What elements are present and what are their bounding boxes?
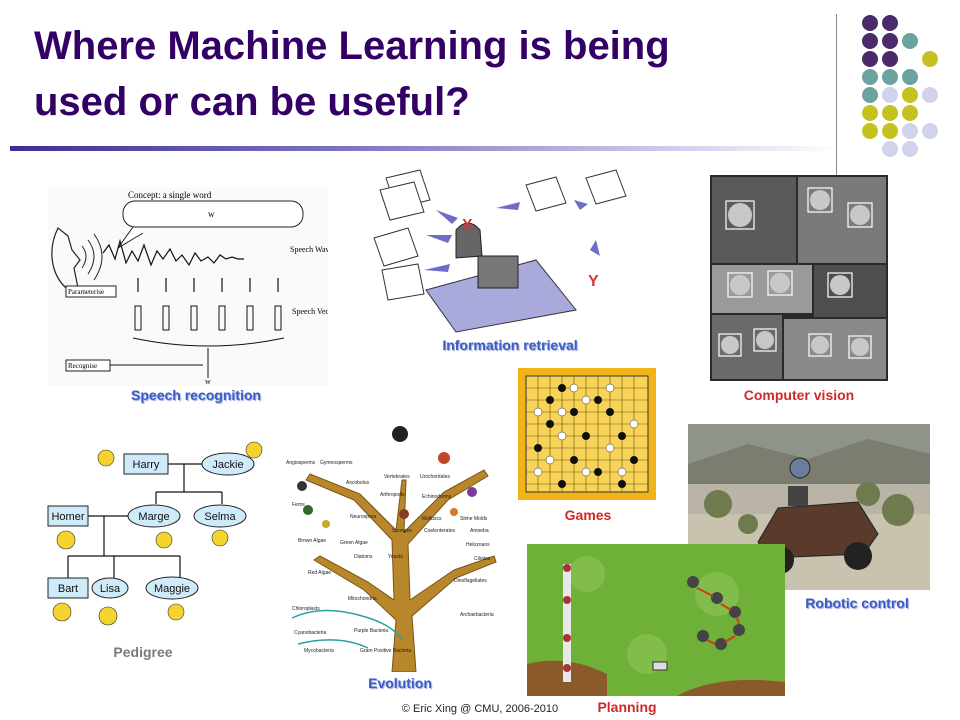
computer-vision-face-collage <box>710 175 888 381</box>
tree-label: Arthropods <box>380 492 405 498</box>
tree-label: Cyanobacteria <box>294 630 326 636</box>
decorative-dot-grid <box>862 15 938 157</box>
tree-label: Vertebrates <box>384 474 410 480</box>
snail-icon <box>450 508 458 516</box>
info-x-label: X <box>462 217 473 234</box>
caption-planning: Planning <box>597 699 657 715</box>
character-icon <box>211 529 229 547</box>
computer-monitor-icon <box>477 255 519 289</box>
waveform-label: Speech Waveform <box>290 245 328 254</box>
parameterise-label: Parameterise <box>68 288 104 296</box>
tree-label: Ferns <box>292 502 305 508</box>
tree-label: Ciliates <box>474 556 491 562</box>
slide-title-line2: used or can be useful? <box>34 80 470 124</box>
recognise-label: Recognise <box>68 362 97 370</box>
tree-label: Sponges <box>392 528 412 534</box>
tree-label: Yeasts <box>388 554 403 560</box>
tree-label: Echinoderms <box>422 494 452 500</box>
character-icon <box>167 603 185 621</box>
pedigree-lisa: Lisa <box>100 583 121 595</box>
mushroom-icon <box>322 520 330 528</box>
information-retrieval-illustration: X Y <box>373 169 627 333</box>
caption-robotic-control: Robotic control <box>805 595 909 611</box>
tree-label: Urochordates <box>420 474 451 480</box>
tree-label: Dinoflagellates <box>454 578 487 584</box>
character-icon <box>97 449 115 467</box>
tree-label: Neurospora <box>350 514 376 520</box>
caption-games: Games <box>564 507 612 523</box>
tree-label: Mycobacteria <box>304 648 334 654</box>
tree-label: Mitochondria <box>348 596 377 602</box>
tree-label: Helozoans <box>466 542 490 548</box>
go-board-game <box>518 368 656 500</box>
robot-unit-icon <box>697 630 709 642</box>
person-figure <box>455 222 483 259</box>
evolution-tree-diagram: Angiosperms Gymnosperms Vertebrates Uroc… <box>286 426 497 672</box>
robot-unit-icon <box>715 638 727 650</box>
slide-title: Where Machine Learning is being used or … <box>34 18 824 130</box>
character-icon <box>245 441 263 459</box>
tree-label: Purple Bacteria <box>354 628 388 634</box>
speech-recognition-diagram: Concept: a single word w Speech Waveform… <box>48 188 328 386</box>
starfish-icon <box>467 487 477 497</box>
title-underline <box>10 146 840 151</box>
pedigree-homer: Homer <box>51 511 84 523</box>
tree-label: Chloroplasts <box>292 606 320 612</box>
caption-information-retrieval: Information retrieval <box>442 337 578 353</box>
pedigree-maggie: Maggie <box>154 583 190 595</box>
slide-title-line1: Where Machine Learning is being <box>34 24 670 68</box>
info-y-label: Y <box>588 273 599 290</box>
pedigree-jackie: Jackie <box>212 459 243 471</box>
character-icon <box>155 531 173 549</box>
caption-computer-vision: Computer vision <box>743 387 855 403</box>
character-icon <box>98 606 118 626</box>
tree-label: Ascobolus <box>346 480 370 486</box>
tree-label: Amoeba <box>470 528 489 534</box>
robot-unit-icon <box>729 606 741 618</box>
vectors-label: Speech Vectors <box>292 307 328 316</box>
pedigree-diagram: Harry Jackie Homer Marge Selma Bart Lisa… <box>47 441 263 626</box>
speech-w-bottom: w <box>205 377 211 386</box>
tree-label: Brown Algae <box>298 538 326 544</box>
robot-sensor-icon <box>788 486 808 506</box>
pedigree-selma: Selma <box>204 511 236 523</box>
slide-footer: © Eric Xing @ CMU, 2006-2010 <box>401 703 559 715</box>
tree-label: Angiosperms <box>286 460 316 466</box>
robot-unit-icon <box>711 592 723 604</box>
caption-pedigree: Pedigree <box>113 644 173 660</box>
tree-label: Red Algae <box>308 570 331 576</box>
planning-game-screenshot <box>527 544 785 696</box>
poodle-icon <box>392 426 408 442</box>
speech-concept-label: Concept: a single word <box>128 190 212 200</box>
bridge-path <box>563 564 571 682</box>
speech-waveform <box>102 238 244 267</box>
pedigree-bart: Bart <box>58 583 78 595</box>
pedigree-marge: Marge <box>138 511 169 523</box>
character-icon <box>56 530 76 550</box>
tree-label: Diatoms <box>354 554 373 560</box>
pedigree-harry: Harry <box>133 459 160 471</box>
robot-unit-icon <box>687 576 699 588</box>
character-icon <box>52 602 72 622</box>
cart-icon <box>652 661 668 671</box>
caption-speech-recognition: Speech recognition <box>131 387 261 403</box>
vertical-divider <box>836 14 837 179</box>
tree-label: Gymnosperms <box>320 460 353 466</box>
tree-label: Gram Positive Bacteria <box>360 648 411 654</box>
speech-w-top: w <box>208 209 215 219</box>
fish-icon <box>438 452 450 464</box>
robotic-vehicle-photo <box>688 424 930 590</box>
fern-icon <box>303 505 313 515</box>
robot-unit-icon <box>733 624 745 636</box>
caption-evolution: Evolution <box>368 675 432 691</box>
tree-label: Coelenterates <box>424 528 456 534</box>
speaker-head-icon <box>51 227 81 289</box>
tree-label: Green Algae <box>340 540 368 546</box>
crab-icon <box>399 509 409 519</box>
tree-label: Molluscs <box>422 516 442 522</box>
insect-icon <box>297 481 307 491</box>
tree-label: Archaebacteria <box>460 612 494 618</box>
tree-label: Slime Molds <box>460 516 488 522</box>
